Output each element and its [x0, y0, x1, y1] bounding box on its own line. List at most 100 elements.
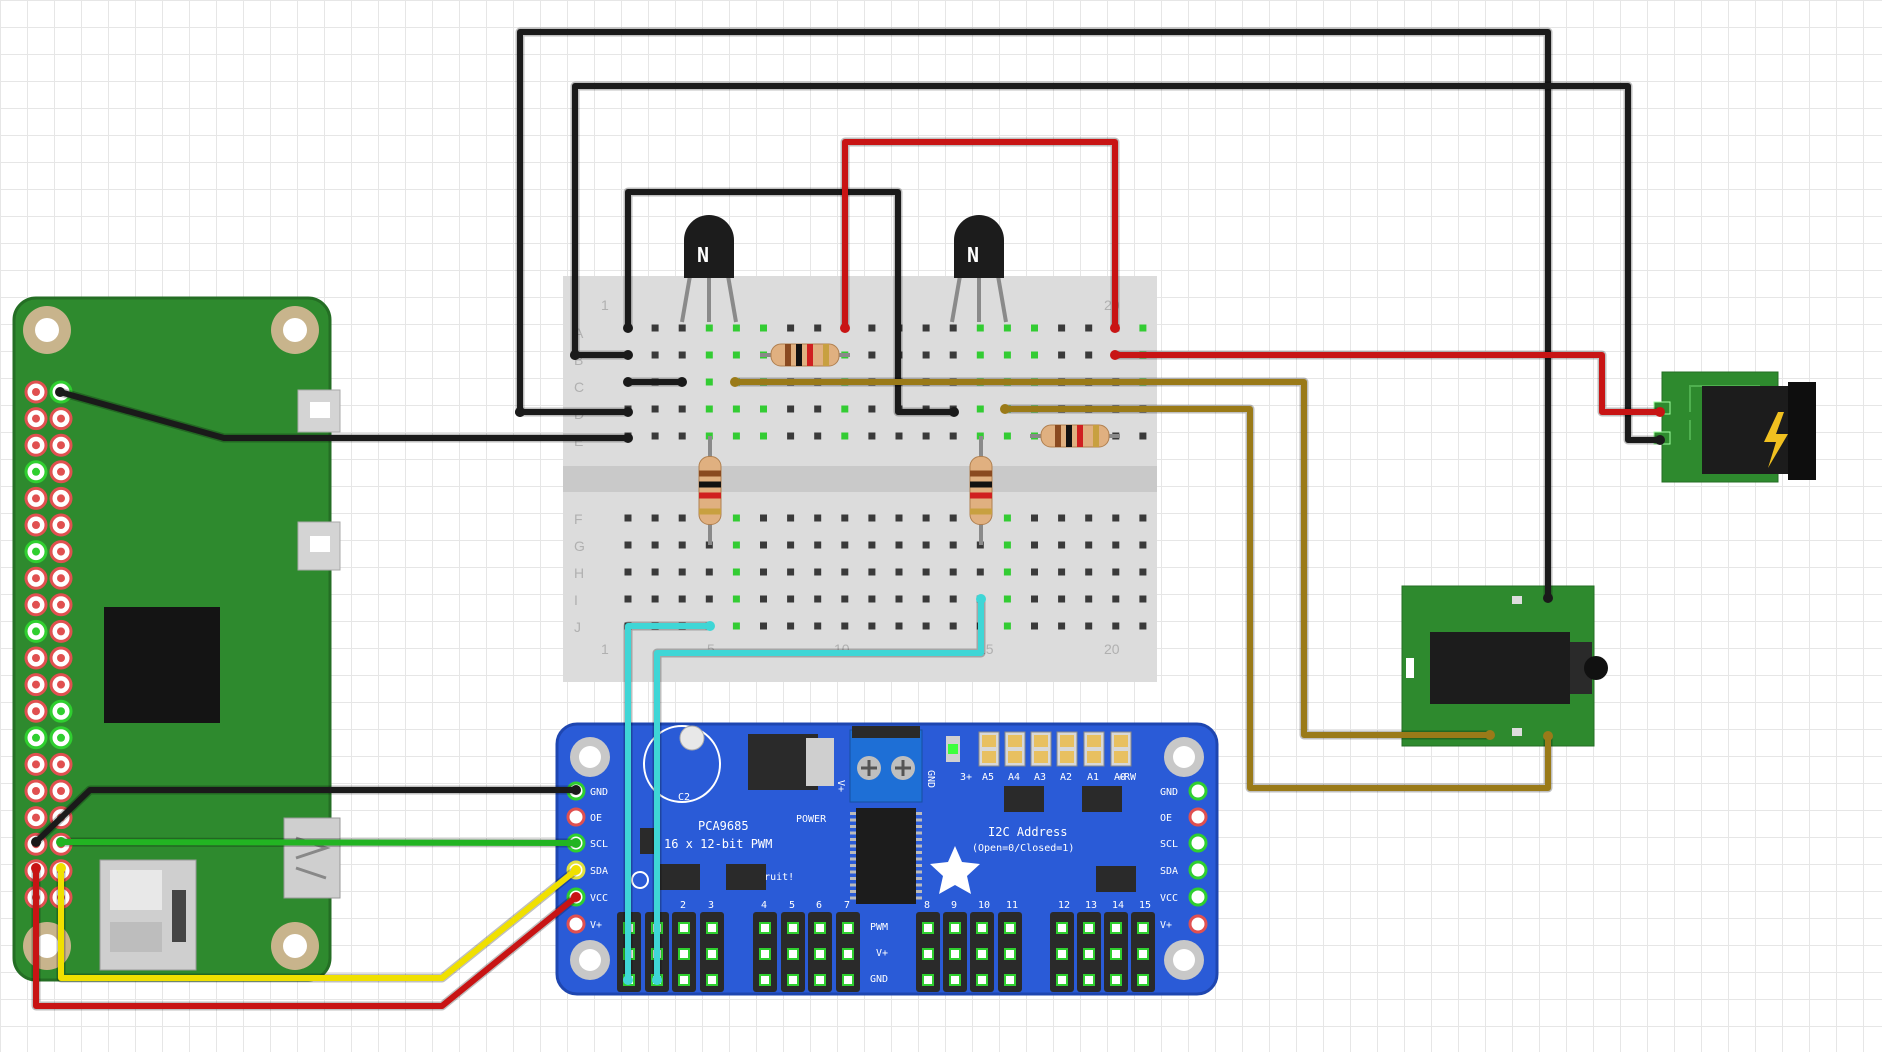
brown-wire-audio-2-end: [1543, 731, 1553, 741]
pca-left-pin-label: OE: [590, 813, 602, 824]
breadboard-hole: [678, 541, 686, 549]
dc-power-jack: [1653, 371, 1816, 483]
breadboard-hole: [1003, 541, 1011, 549]
chip-pin: [916, 825, 922, 828]
transistor-2-label: N: [967, 243, 979, 267]
chip-pin: [916, 838, 922, 841]
gpio-pin-center: [57, 414, 65, 423]
black-wire-audio: [517, 29, 1551, 601]
transistor-leg: [725, 269, 738, 323]
breadboard-hole: [1003, 595, 1011, 603]
pca-left-pin-label: GND: [590, 787, 608, 798]
pca-left-pin-label: VCC: [590, 893, 608, 904]
gpio-pin-center: [32, 414, 40, 423]
chip-pin: [850, 883, 856, 887]
address-pin-label: A1: [1087, 772, 1099, 783]
breadboard-hole: [651, 351, 659, 359]
servo-header-pin: [1137, 974, 1149, 986]
breadboard-hole: [1085, 568, 1093, 576]
servo-header-pin: [976, 974, 988, 986]
gpio-pin-center: [57, 574, 65, 583]
breadboard-hole: [760, 568, 767, 576]
pca-rail-pwm: PWM: [870, 922, 888, 933]
servo-header-pin: [922, 922, 934, 934]
transistor-leg: [680, 269, 693, 323]
breadboard-hole: [868, 568, 876, 576]
resistor-band: [699, 508, 721, 515]
pca-right-pin-label: GND: [1160, 787, 1178, 798]
breadboard-hole: [868, 324, 876, 332]
gpio-pin-center: [32, 654, 40, 662]
servo-channel-label: 3: [708, 900, 714, 911]
breadboard-hole: [949, 432, 957, 440]
gpio-pin-center: [32, 707, 40, 716]
breadboard-hole: [732, 568, 740, 576]
address-pin-label: A2: [1060, 772, 1072, 783]
breadboard-hole: [922, 351, 930, 359]
gpio-pin-center: [32, 521, 40, 529]
breadboard-hole: [1058, 351, 1066, 359]
servo-header-pin: [949, 974, 961, 986]
breadboard-hole: [1085, 622, 1093, 630]
servo-header-pin: [814, 922, 826, 934]
breadboard-hole: [705, 405, 713, 413]
breadboard-hole: [1058, 568, 1066, 576]
breadboard-hole: [732, 324, 740, 332]
breadboard-hole: [868, 405, 876, 413]
breadboard-hole: [922, 324, 930, 332]
breadboard-hole: [841, 568, 849, 576]
chip-pin: [850, 857, 856, 861]
pca9685-chip: [856, 808, 916, 904]
breadboard-hole: [678, 405, 686, 413]
resistor-band: [699, 470, 721, 477]
breadboard-hole: [1003, 568, 1011, 576]
resistor-band: [1066, 425, 1072, 447]
cyan-wire-pwm-2: [654, 596, 984, 983]
address-jumper-half: [1060, 735, 1074, 747]
transistor-leg: [995, 269, 1008, 323]
breadboard-hole: [1085, 514, 1093, 522]
servo-header-pin: [787, 948, 799, 960]
chip-pin: [916, 877, 922, 880]
breadboard-hole: [760, 405, 767, 413]
breadboard-hole: [1085, 541, 1093, 549]
breadboard-hole: [1058, 595, 1066, 603]
black-wire-pca-gnd-end: [571, 785, 581, 795]
address-pin-label: A4: [1008, 772, 1020, 783]
breadboard-hole: [922, 432, 930, 440]
breadboard-hole: [895, 432, 903, 440]
black-wire-short-b-end: [570, 350, 580, 360]
npn-transistor: [954, 215, 1004, 278]
black-wire-transistor-link: [625, 189, 957, 415]
gpio-pin-center: [32, 441, 40, 450]
gpio-pin-center: [57, 760, 65, 769]
breadboard-hole: [976, 405, 984, 413]
servo-header-pin: [1056, 948, 1068, 960]
breadboard-hole: [841, 405, 849, 413]
breadboard-hole: [922, 622, 930, 630]
black-wire-pi-gnd: [57, 389, 631, 441]
pca-subtitle: 16 x 12-bit PWM: [664, 837, 772, 851]
breadboard-hole: [841, 595, 849, 603]
breadboard-hole: [705, 568, 713, 576]
breadboard-hole: [976, 351, 984, 359]
breadboard-hole: [1112, 595, 1120, 603]
breadboard-hole: [732, 514, 740, 522]
breadboard-hole: [624, 568, 632, 576]
breadboard-hole: [895, 568, 903, 576]
yellow-wire-sda-end: [571, 865, 581, 875]
cyan-wire-pwm-2-end: [976, 594, 986, 604]
pca-right-pin-label: VCC: [1160, 893, 1178, 904]
breadboard-hole: [814, 514, 822, 522]
bb-row-label-g: G: [574, 538, 585, 554]
gpio-pin-center: [57, 787, 65, 795]
resistor-band: [970, 492, 992, 499]
breadboard-hole: [922, 541, 930, 549]
brown-wire-audio-2-end: [1000, 404, 1010, 414]
breadboard-hole: [868, 622, 876, 630]
pca-left-pin-label: SCL: [590, 839, 608, 850]
pca-smd-3: [1096, 866, 1136, 892]
bb-row-label-f: F: [574, 511, 583, 527]
servo-header-pin: [1056, 974, 1068, 986]
breadboard-hole: [814, 622, 822, 630]
